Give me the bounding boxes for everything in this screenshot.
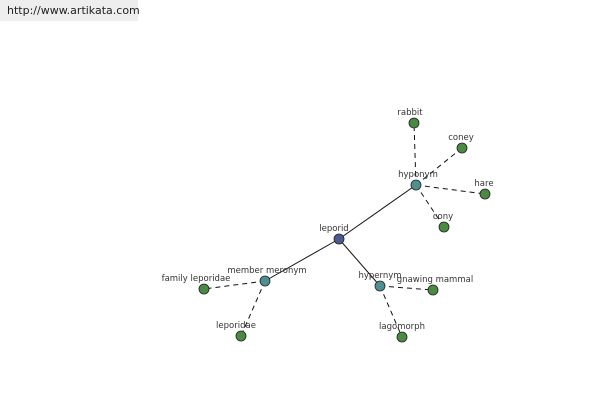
node-label-hypernym: hypernym <box>358 271 401 281</box>
edge-leporid-member-meronym <box>264 238 340 282</box>
node-leporid[interactable] <box>333 233 345 245</box>
node-coney[interactable] <box>456 142 468 154</box>
node-label-hare: hare <box>474 179 493 189</box>
edge-hyponym-coney <box>415 147 463 186</box>
node-hare[interactable] <box>479 188 491 200</box>
edge-member-meronym-family-leporidae <box>203 280 266 290</box>
edge-hypernym-lagomorph <box>379 285 403 338</box>
node-member-meronym[interactable] <box>259 275 271 287</box>
edge-hyponym-rabbit <box>413 122 417 186</box>
node-label-leporidae: leporidae <box>216 321 256 331</box>
edge-leporid-hyponym <box>338 184 417 240</box>
node-label-family-leporidae: family leporidae <box>162 274 231 284</box>
node-hyponym[interactable] <box>410 179 422 191</box>
edge-hypernym-gnawing-mammal <box>379 285 434 291</box>
graph-nodes <box>198 117 491 343</box>
url-link[interactable]: http://www.artikata.com <box>7 4 140 17</box>
node-hypernym[interactable] <box>374 280 386 292</box>
node-label-coney: coney <box>448 133 474 143</box>
node-label-cony: cony <box>433 212 453 222</box>
node-label-gnawing-mammal: gnawing mammal <box>397 275 473 285</box>
node-label-hyponym: hyponym <box>398 170 438 180</box>
edge-member-meronym-leporidae <box>240 280 266 337</box>
graph-edges <box>203 122 486 338</box>
node-gnawing-mammal[interactable] <box>427 284 439 296</box>
node-cony[interactable] <box>438 221 450 233</box>
node-family-leporidae[interactable] <box>198 283 210 295</box>
node-leporidae[interactable] <box>235 330 247 342</box>
node-rabbit[interactable] <box>408 117 420 129</box>
node-label-leporid: leporid <box>319 224 348 234</box>
node-label-lagomorph: lagomorph <box>379 322 425 332</box>
edge-leporid-hypernym <box>338 238 381 287</box>
node-label-rabbit: rabbit <box>397 108 423 118</box>
node-lagomorph[interactable] <box>396 331 408 343</box>
edge-hyponym-hare <box>415 184 486 195</box>
graph-labels: leporid hyponym member meronym hypernym rabb… <box>162 108 494 332</box>
node-label-member-meronym: member meronym <box>227 266 306 276</box>
url-bar: http://www.artikata.com <box>0 0 140 21</box>
